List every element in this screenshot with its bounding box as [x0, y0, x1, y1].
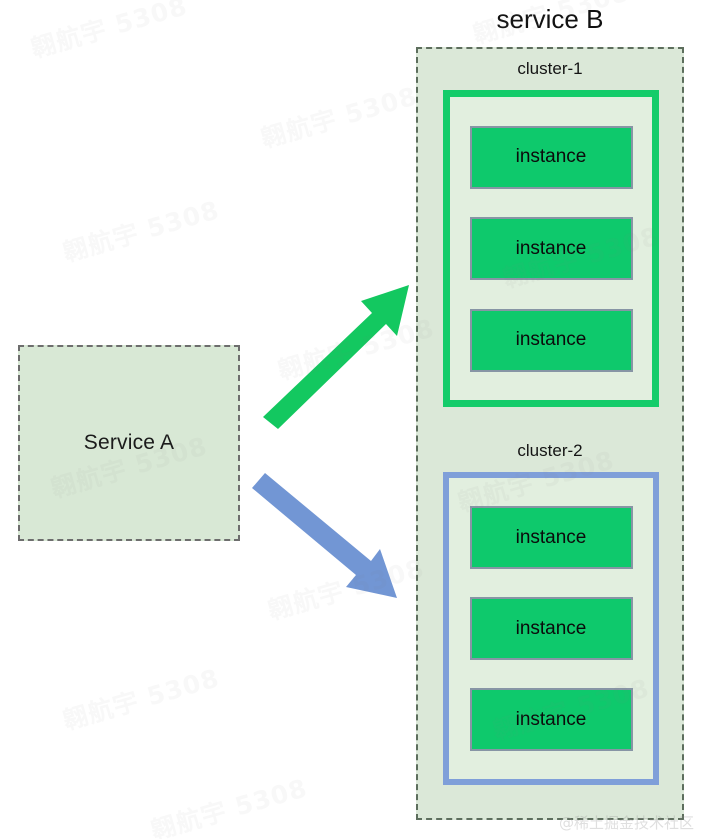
- arrow-to-cluster-1-icon: [263, 285, 409, 429]
- watermark-tile: 翱航宇 5308: [274, 313, 438, 386]
- watermark-tile: 翱航宇 5308: [27, 0, 191, 64]
- service-b-container: cluster-1 instance instance instance clu…: [416, 47, 684, 820]
- instance-box[interactable]: instance: [469, 308, 633, 372]
- service-a-box[interactable]: Service A: [18, 345, 240, 541]
- cluster-1-label: cluster-1: [517, 59, 583, 78]
- service-a-label: Service A: [83, 431, 175, 454]
- cluster-1-box[interactable]: instance instance instance: [443, 90, 659, 407]
- watermark-tile: 翱航宇 5308: [264, 553, 428, 626]
- instance-box[interactable]: instance: [469, 688, 633, 751]
- cluster-2-instance-list: instance instance instance: [449, 478, 653, 779]
- cluster-2-box[interactable]: instance instance instance: [443, 472, 659, 785]
- watermark-tile: 翱航宇 5308: [59, 663, 223, 736]
- instance-box[interactable]: instance: [469, 597, 633, 660]
- instance-box[interactable]: instance: [469, 217, 633, 280]
- service-b-title: service B: [496, 4, 604, 34]
- instance-box[interactable]: instance: [469, 506, 633, 569]
- instance-box[interactable]: instance: [469, 125, 633, 189]
- watermark-tile: 翱航宇 5308: [147, 773, 311, 839]
- cluster-1-instance-list: instance instance instance: [450, 97, 652, 400]
- watermark-tile: 翱航宇 5308: [59, 195, 223, 268]
- watermark-tile: 翱航宇 5308: [257, 81, 421, 154]
- cluster-2-label: cluster-2: [517, 441, 583, 460]
- corner-watermark: @稀土掘金技术社区: [558, 814, 694, 832]
- arrow-to-cluster-2-icon: [252, 473, 397, 598]
